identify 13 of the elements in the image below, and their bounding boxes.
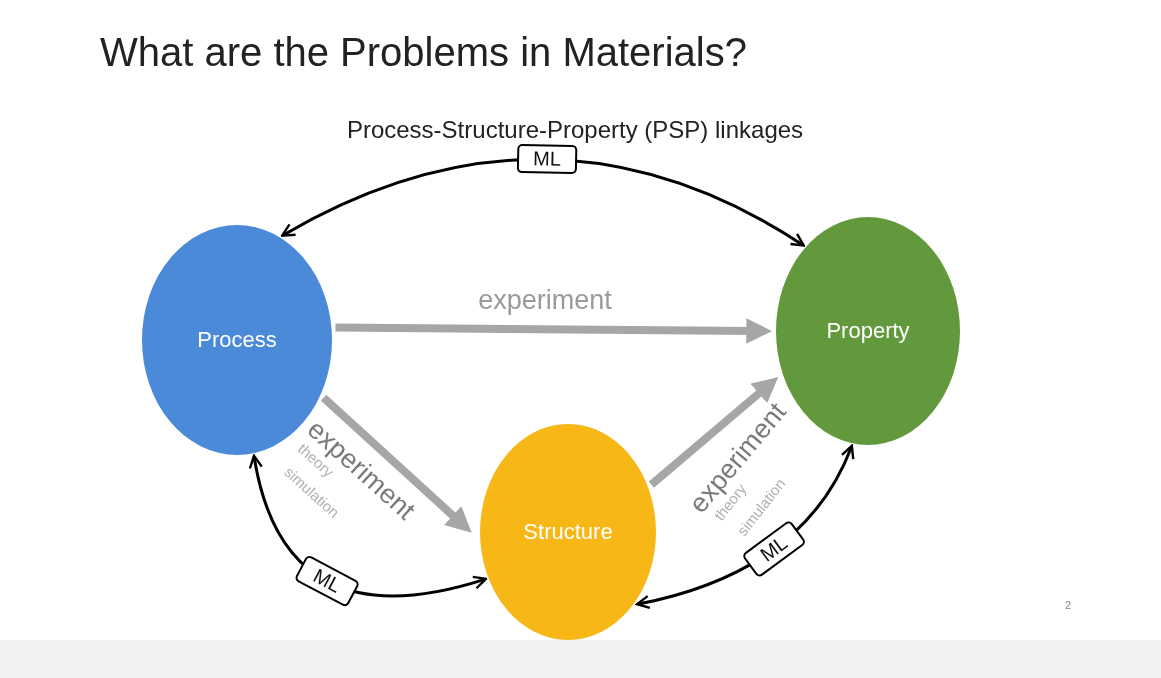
arrow [320,394,472,533]
edge-label: ML [516,144,577,175]
slide-title: What are the Problems in Materials? [100,30,747,75]
subtitle: Process-Structure-Property (PSP) linkages [346,116,804,144]
ellipse-node [480,424,656,640]
page-number: 2 [1064,599,1072,611]
curved-arrow [280,158,805,247]
node-label: Structure [523,519,613,545]
node-label: Process [197,327,277,353]
edge-label: experiment [478,284,612,316]
edge-label: ML [293,554,360,608]
node-label: Property [826,318,910,344]
arrow [648,376,779,488]
